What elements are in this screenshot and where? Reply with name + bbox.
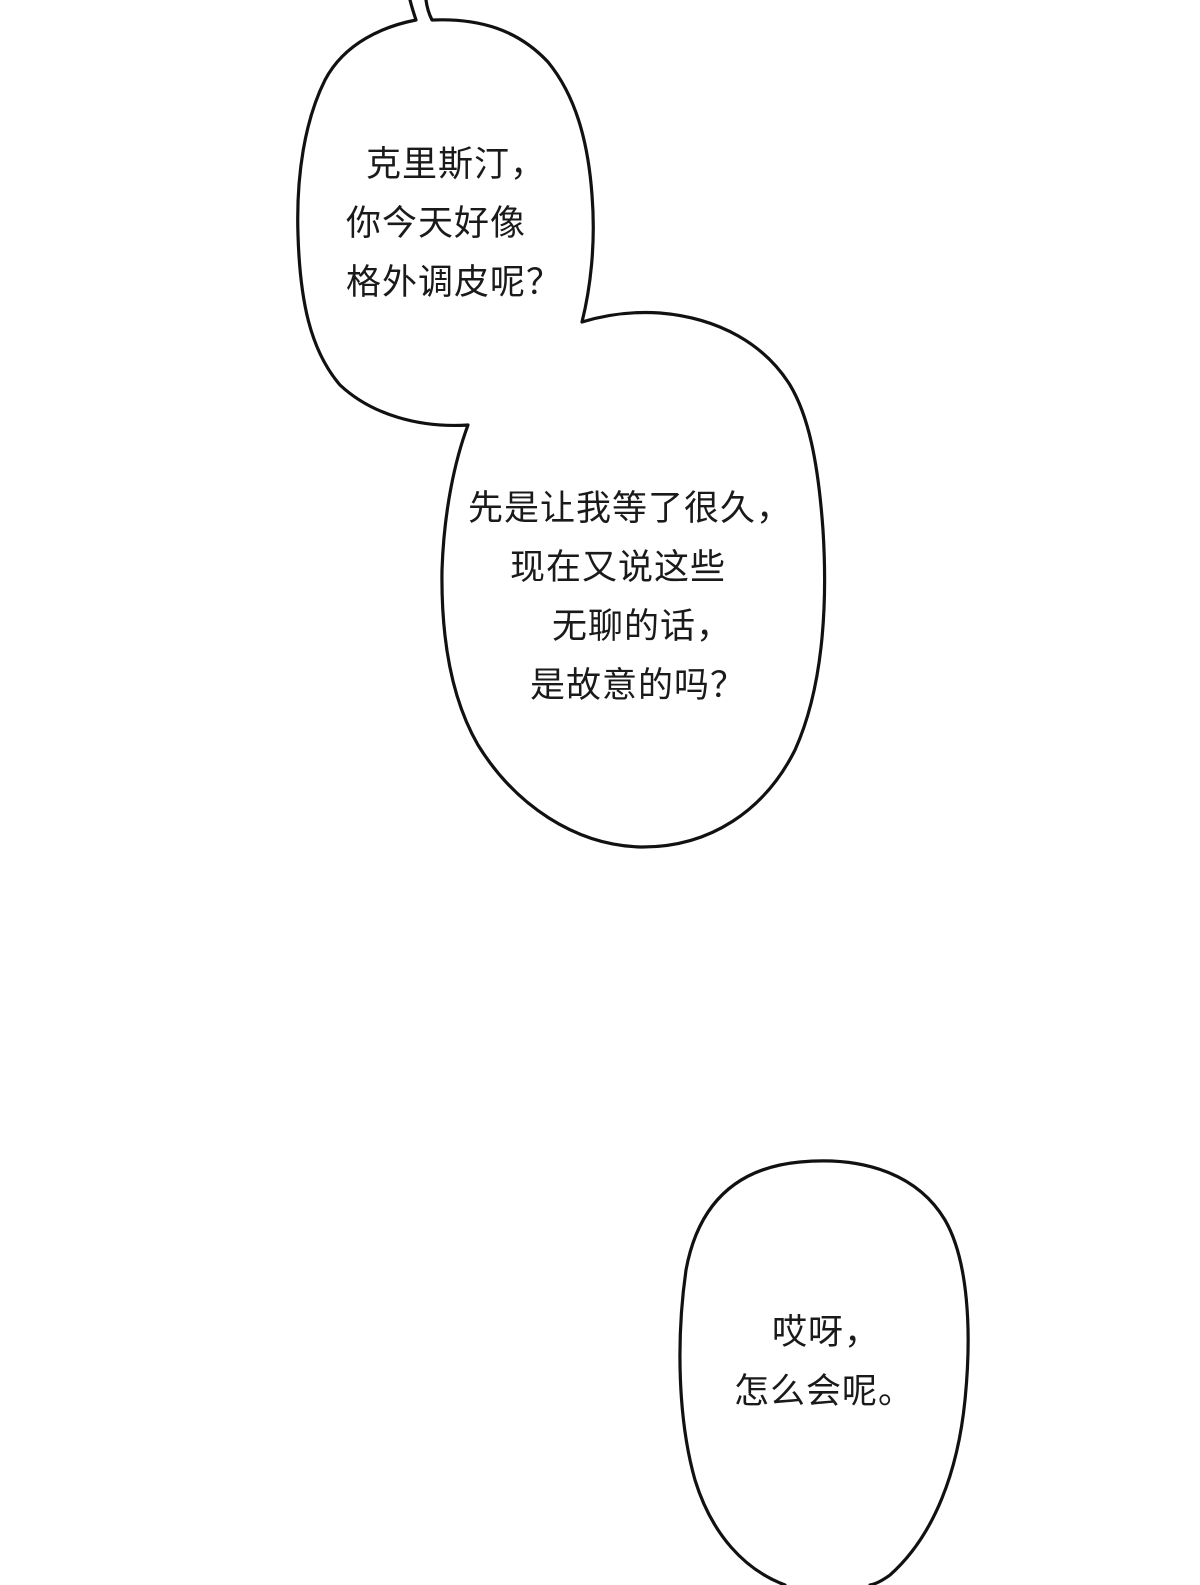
bubble-2-text: 先是让我等了很久， 现在又说这些 无聊的话， 是故意的吗？	[468, 480, 792, 716]
dialogue-line: 无聊的话，	[552, 607, 733, 647]
dialogue-line: 哎呀，	[772, 1313, 881, 1353]
dialogue-line: 格外调皮呢？	[346, 263, 563, 303]
dialogue-line: 现在又说这些	[510, 548, 727, 588]
bubble-3-text: 哎呀， 怎么会呢。	[734, 1304, 914, 1422]
dialogue-line: 怎么会呢。	[734, 1372, 915, 1412]
dialogue-line: 先是让我等了很久，	[468, 489, 793, 529]
speech-bubble-bottom	[678, 1159, 970, 1585]
bubble-1-text: 克里斯汀， 你今天好像 格外调皮呢？	[346, 136, 562, 313]
dialogue-line: 你今天好像	[346, 204, 527, 244]
speech-bubble-merged	[296, 0, 827, 849]
dialogue-line: 克里斯汀，	[366, 145, 547, 185]
dialogue-line: 是故意的吗？	[530, 666, 747, 706]
